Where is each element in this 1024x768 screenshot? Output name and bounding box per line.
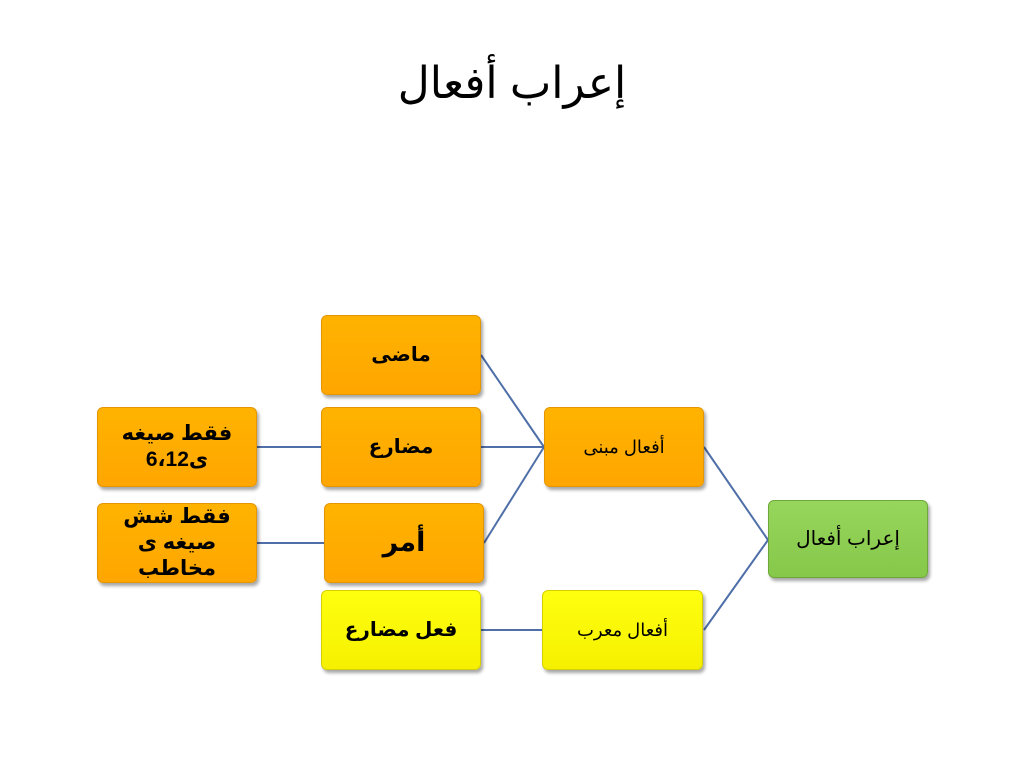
node-mabni-label: أفعال مبنى: [583, 436, 665, 457]
node-root: إعراب أفعال: [768, 500, 928, 578]
connector-root-murab: [703, 539, 769, 631]
node-fil-mudari-label: فعل مضارع: [344, 618, 458, 641]
connector-root-mabni: [703, 446, 769, 541]
connector-mabni-amr: [483, 446, 545, 544]
page-title: إعراب أفعال: [397, 59, 627, 108]
node-amr-label: أمر: [382, 527, 426, 558]
node-root-label: إعراب أفعال: [796, 527, 900, 550]
node-mabni: أفعال مبنى: [544, 407, 704, 487]
node-madi-label: ماضى: [371, 343, 431, 366]
node-fil-mudari: فعل مضارع: [321, 590, 481, 670]
node-mudari-label: مضارع: [368, 435, 434, 458]
node-amr: أمر: [324, 503, 484, 583]
node-mudari: مضارع: [321, 407, 481, 487]
node-note-amr-label: فقط شش صيغه ى مخاطب: [123, 504, 231, 581]
node-note-mudari: فقط صيغه ى6،12: [97, 407, 257, 487]
connector-mabni-madi: [480, 354, 545, 448]
node-note-mudari-label: فقط صيغه ى6،12: [121, 421, 233, 471]
node-madi: ماضى: [321, 315, 481, 395]
node-note-amr: فقط شش صيغه ى مخاطب: [97, 503, 257, 583]
node-murab-label: أفعال معرب: [576, 619, 669, 640]
node-murab: أفعال معرب: [542, 590, 703, 670]
